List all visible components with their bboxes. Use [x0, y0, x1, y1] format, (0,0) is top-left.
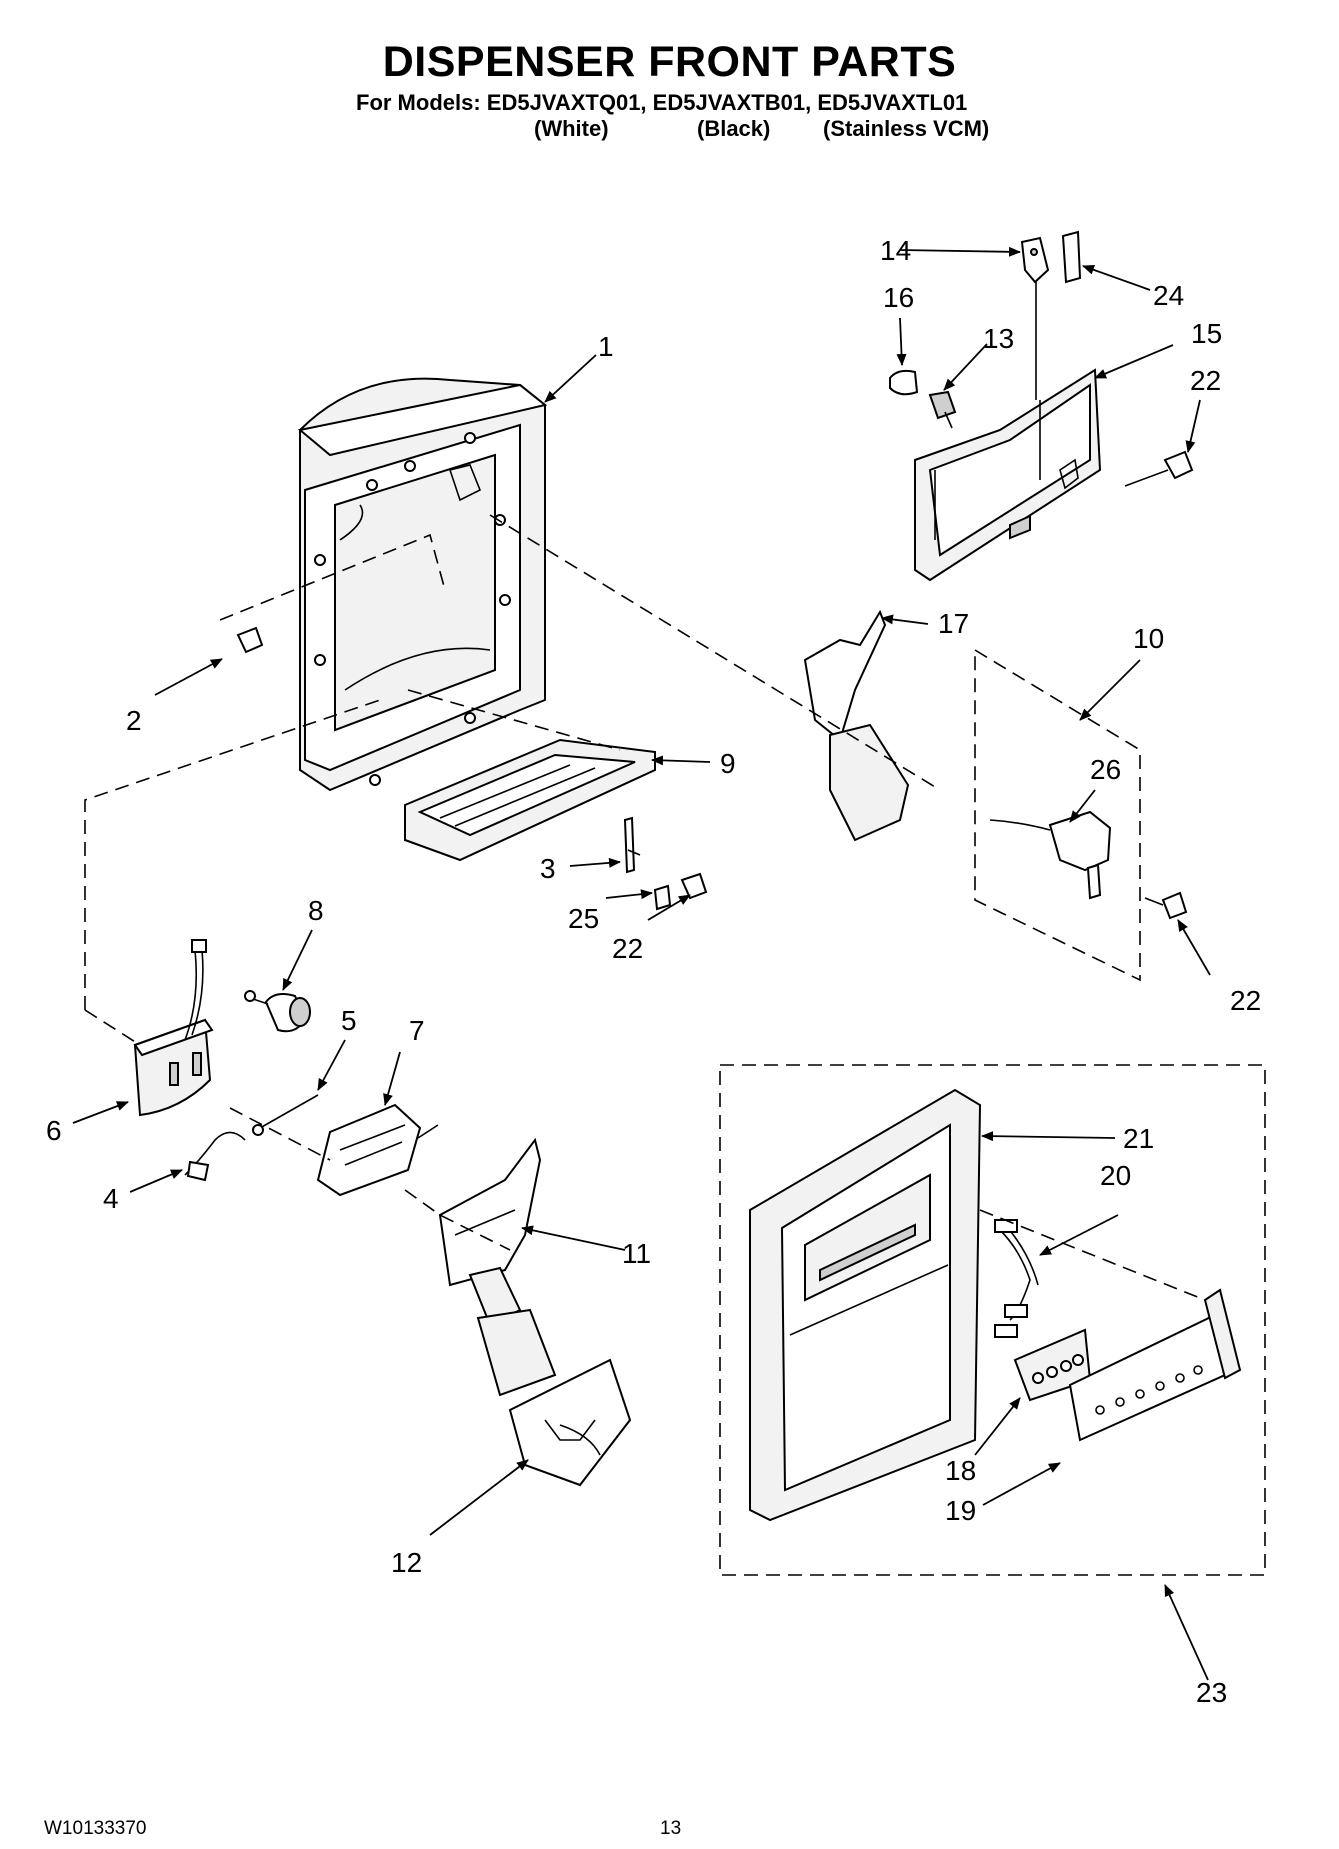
- callout-21: 21: [1123, 1123, 1154, 1154]
- callout-24: 24: [1153, 280, 1184, 311]
- variant-white: (White): [534, 116, 609, 141]
- part-3-bracket: [623, 816, 641, 874]
- callout-18: 18: [945, 1455, 976, 1486]
- part-18-control-board: [1013, 1328, 1092, 1402]
- callout-22-top: 22: [1190, 365, 1221, 396]
- part-13-lamp-socket: [928, 390, 957, 429]
- callout-16: 16: [883, 282, 914, 313]
- part-19-overlay: [1068, 1288, 1242, 1442]
- callout-25: 25: [568, 903, 599, 934]
- callout-22-center: 22: [612, 933, 643, 964]
- part-17-actuator: [803, 609, 910, 842]
- callout-7: 7: [409, 1015, 425, 1046]
- part-14-sensor: [1020, 236, 1050, 284]
- guide-lines: [84, 514, 1266, 1576]
- callout-22-right: 22: [1230, 985, 1261, 1016]
- callout-6: 6: [46, 1115, 62, 1146]
- part-26-switch: [989, 810, 1112, 900]
- part-22-screw-top: [1124, 450, 1194, 487]
- callout-4: 4: [103, 1183, 119, 1214]
- callout-26: 26: [1090, 754, 1121, 785]
- part-15-control-housing: [914, 368, 1102, 582]
- callout-2: 2: [126, 705, 142, 736]
- callout-5: 5: [341, 1005, 357, 1036]
- part-21-front-panel: [749, 1088, 982, 1522]
- part-6-module: [133, 939, 214, 1117]
- part-24-pad: [1061, 230, 1082, 284]
- part-20-harness: [994, 1219, 1039, 1338]
- callout-17: 17: [938, 608, 969, 639]
- variant-stainless: (Stainless VCM): [823, 116, 990, 141]
- callout-23: 23: [1196, 1677, 1227, 1708]
- callout-10: 10: [1133, 623, 1164, 654]
- part-16-lamp: [889, 369, 919, 396]
- callout-19: 19: [945, 1495, 976, 1526]
- variant-black: (Black): [697, 116, 771, 141]
- callout-13: 13: [983, 323, 1014, 354]
- callout-12: 12: [391, 1547, 422, 1578]
- page-number: 13: [660, 1818, 682, 1839]
- page-title: DISPENSER FRONT PARTS: [382, 38, 957, 86]
- leader-arrows: [72, 246, 1211, 1681]
- part-2-screw: [236, 626, 264, 654]
- part-1-housing: [297, 377, 548, 792]
- part-7-lever: [316, 1103, 439, 1197]
- callout-3: 3: [540, 853, 556, 884]
- callout-numbers: 1 2 3 4 5 6 7 8 9 10 11 12 13 14 15 16 1…: [46, 235, 1261, 1708]
- callout-8: 8: [308, 895, 324, 926]
- callout-20: 20: [1100, 1160, 1131, 1191]
- part-22-screw-center: [680, 872, 708, 900]
- callout-11: 11: [622, 1238, 651, 1269]
- models-line: For Models: ED5JVAXTQ01, ED5JVAXTB01, ED…: [356, 90, 968, 115]
- part-5-pin: [252, 1094, 319, 1136]
- callout-1: 1: [598, 331, 614, 362]
- part-8-motor: [244, 990, 311, 1033]
- callout-9: 9: [720, 748, 736, 779]
- part-4-spring: [184, 1131, 246, 1182]
- part-25-clip: [653, 884, 672, 911]
- callout-14: 14: [880, 235, 911, 266]
- part-12-chute-cup: [508, 1358, 632, 1487]
- part-11-paddle: [438, 1137, 557, 1397]
- callout-15: 15: [1191, 318, 1222, 349]
- part-9-drip-tray: [404, 738, 656, 862]
- part-22-screw-right: [1144, 891, 1188, 920]
- document-number: W10133370: [44, 1818, 147, 1839]
